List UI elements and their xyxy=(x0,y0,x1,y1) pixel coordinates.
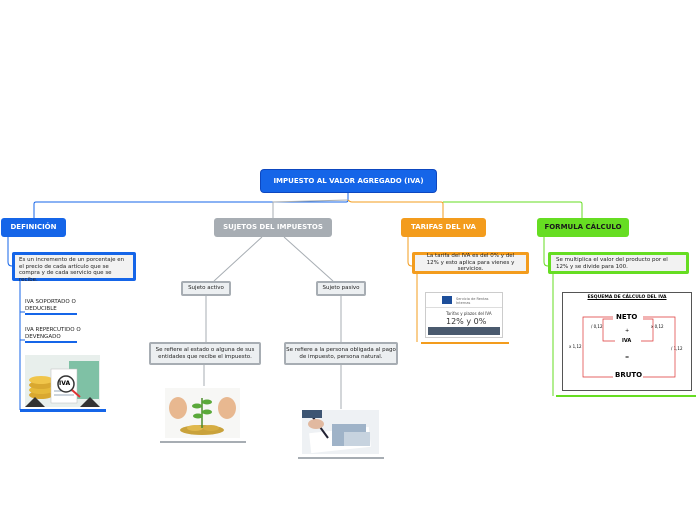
branch-definicion[interactable]: DEFINICIÓN xyxy=(1,218,66,237)
scheme-right-top: x 0,12 xyxy=(651,324,664,329)
branch-sujetos[interactable]: SUJETOS DEL IMPUESTOS xyxy=(214,218,332,237)
iva-illustration-label: IVA xyxy=(59,380,71,387)
scheme-left-mid: x 1,12 xyxy=(569,344,582,349)
scheme-plus: + xyxy=(625,328,630,334)
iva-illustration: IVA xyxy=(25,355,100,407)
calculo-scheme-image: ESQUEMA DE CÁLCULO DEL IVA NETO + IVA = … xyxy=(562,292,692,391)
sri-logo-icon xyxy=(442,296,452,304)
definicion-text-node[interactable]: Es un incremento de un porcentaje en el … xyxy=(12,252,136,283)
sujeto-pasivo-desc[interactable]: Se refiere a la persona obligada al pago… xyxy=(284,342,398,365)
sujeto-pasivo-node[interactable]: Sujeto pasivo xyxy=(316,281,366,296)
scheme-arrows xyxy=(582,316,676,378)
paperwork-image xyxy=(302,410,379,454)
tarifas-image-header: Servicio de Rentas Internas xyxy=(456,297,489,305)
scheme-bruto: BRUTO xyxy=(615,371,643,379)
tarifas-image-caption: Tarifas y plazos del IVA xyxy=(446,311,492,316)
root-node[interactable]: IMPUESTO AL VALOR AGREGADO (IVA) xyxy=(261,170,436,192)
branch-formula[interactable]: FORMULA CÁLCULO xyxy=(537,218,629,237)
formula-text-node[interactable]: Se multiplica el valor del producto por … xyxy=(548,252,689,274)
tarifas-image-rates: 12% y 0% xyxy=(446,317,487,326)
tarifas-text-node[interactable]: La tarifa del IVA es del 0% y del 12% y … xyxy=(412,252,529,274)
sujeto-activo-desc[interactable]: Se refiere al estado o alguna de sus ent… xyxy=(149,342,261,365)
scheme-neto: NETO xyxy=(616,313,638,321)
scheme-left-top: / 0,12 xyxy=(591,324,603,329)
sujeto-activo-node[interactable]: Sujeto activo xyxy=(181,281,231,296)
scheme-right-mid: / 1,12 xyxy=(671,346,683,351)
iva-soportado-node[interactable]: IVA SOPORTADO O DEDUCIBLE xyxy=(25,299,76,312)
iva-repercutido-node[interactable]: IVA REPERCUTIDO O DEVENGADO xyxy=(25,327,81,340)
branch-tarifas[interactable]: TARIFAS DEL IVA xyxy=(401,218,486,237)
scheme-title: ESQUEMA DE CÁLCULO DEL IVA xyxy=(587,295,667,300)
scheme-equals: = xyxy=(625,355,630,361)
scheme-iva: IVA xyxy=(622,338,632,344)
money-plant-image xyxy=(165,388,240,438)
tarifas-image: Servicio de Rentas Internas Tarifas y pl… xyxy=(425,292,503,338)
